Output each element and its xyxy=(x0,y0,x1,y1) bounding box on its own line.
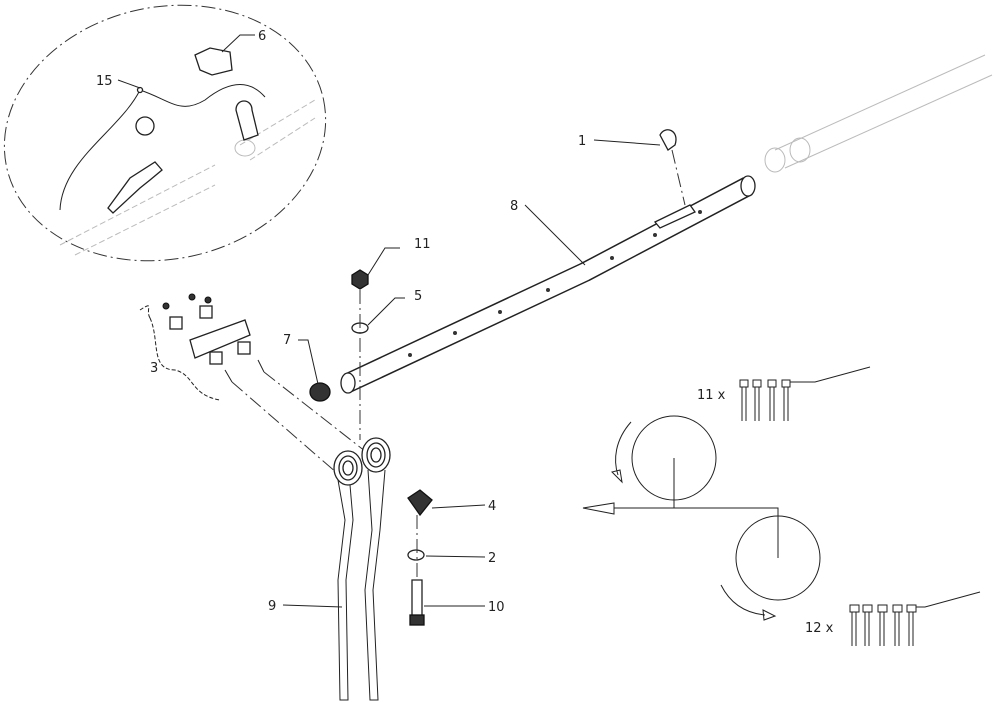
detail-view: 15 6 xyxy=(3,4,327,262)
callout-6: 6 xyxy=(258,29,266,44)
rotation-diagram xyxy=(582,415,821,621)
count-12-label: 12 x xyxy=(805,621,834,636)
part-1-pin xyxy=(659,129,677,151)
callout-4: 4 xyxy=(488,499,496,514)
rotate-cw-arrow-icon xyxy=(762,609,777,621)
callout-2: 2 xyxy=(488,551,496,566)
callout-1: 1 xyxy=(578,134,586,149)
callout-7: 7 xyxy=(283,333,291,348)
tine-count-12: 12 x xyxy=(805,591,981,646)
callout-8: 8 xyxy=(510,199,518,214)
callout-10: 10 xyxy=(488,600,505,615)
count-11-label: 11 x xyxy=(697,388,726,403)
part-7-plug xyxy=(309,382,331,402)
part-11-nut xyxy=(351,269,369,290)
part-4-clip xyxy=(407,489,433,517)
callout-11: 11 xyxy=(414,237,431,252)
part-3-clamp-kit xyxy=(139,293,371,481)
callout-9: 9 xyxy=(268,599,276,614)
direction-arrow-icon xyxy=(582,502,615,515)
tine-count-11: 11 x xyxy=(697,366,871,421)
wire-15 xyxy=(59,84,266,211)
ghost-tube xyxy=(764,54,993,173)
part-15 xyxy=(136,86,144,94)
tine-bar-tube xyxy=(340,175,756,394)
slotted-plate xyxy=(235,100,259,141)
callout-3: 3 xyxy=(150,361,158,376)
part-10-bolt xyxy=(411,579,423,621)
bracket-plate xyxy=(107,161,163,214)
part-2-washer xyxy=(407,549,425,561)
detail-ellipse xyxy=(3,4,327,262)
part-9-tine xyxy=(333,437,391,701)
callout-15: 15 xyxy=(96,74,113,89)
lynch-pin xyxy=(135,116,155,136)
part-6-clip xyxy=(194,47,233,76)
callout-5: 5 xyxy=(414,289,422,304)
rotate-ccw-arrow-icon xyxy=(611,469,623,484)
